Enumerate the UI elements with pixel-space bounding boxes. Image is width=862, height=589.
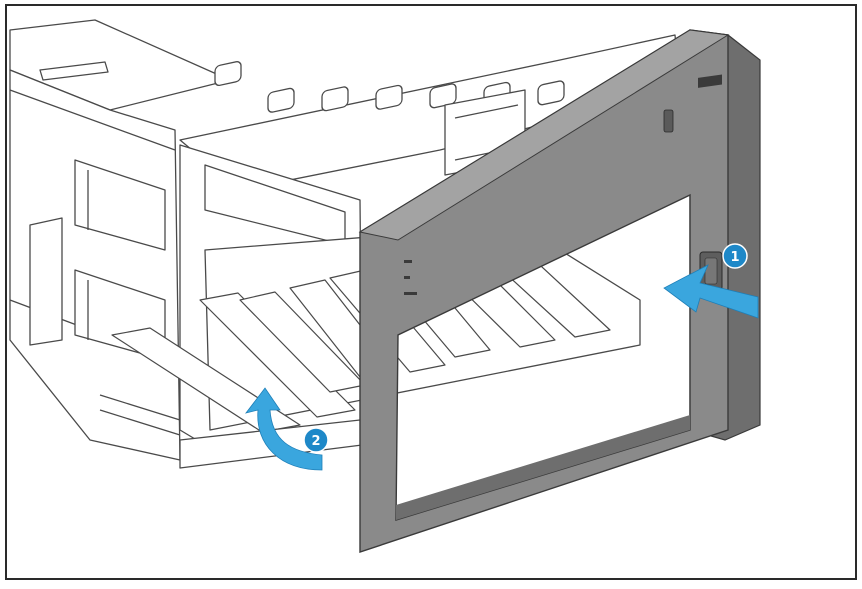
bezel-bottom-inner bbox=[396, 415, 690, 520]
bezel-led-marks bbox=[404, 260, 417, 295]
press-arrow bbox=[663, 264, 759, 319]
bezel-logo bbox=[698, 74, 722, 88]
front-bezel bbox=[358, 29, 761, 553]
step-2-callout: 2 bbox=[303, 427, 329, 453]
rear-slots bbox=[214, 61, 565, 113]
chassis-top-handle bbox=[39, 61, 109, 81]
bezel-power-button bbox=[663, 109, 674, 133]
chassis-top-cover bbox=[9, 19, 231, 111]
step-1-label: 1 bbox=[730, 250, 739, 265]
bezel-top-highlight bbox=[358, 29, 730, 241]
chassis-left-bracket bbox=[29, 217, 63, 346]
chassis-left-rail-upper bbox=[74, 159, 166, 251]
step-1-callout: 1 bbox=[722, 243, 748, 269]
rotate-arrow bbox=[244, 387, 323, 471]
step-2-label: 2 bbox=[311, 434, 320, 449]
